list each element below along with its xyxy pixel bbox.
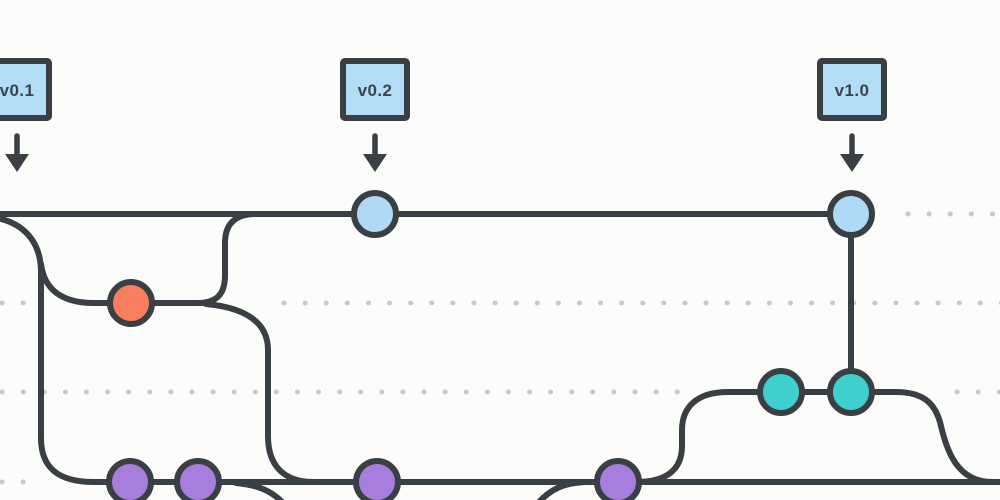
arrow-down-icon (363, 154, 387, 172)
branch-path-develop-trunk (0, 215, 1000, 485)
commit-node-release (757, 368, 805, 416)
commit-node-master (827, 190, 875, 238)
commit-node-master (351, 190, 399, 238)
version-tag-v1.0: v1.0 (817, 58, 887, 172)
branch-path-hotfix-merge-master (197, 211, 259, 306)
branch-path-hotfix-fork (38, 261, 211, 306)
branch-path-feature-fork (233, 480, 285, 500)
tag-label: v0.1 (0, 81, 34, 100)
branch-paths-layer (0, 211, 1000, 500)
branch-path-hotfix-merge-develop (203, 301, 317, 485)
version-tag-v0.1: v0.1 (0, 58, 52, 172)
tag-label: v0.2 (358, 81, 393, 100)
tag-label: v1.0 (835, 81, 870, 100)
branch-path-release-fork (633, 389, 731, 485)
tag-box (0, 58, 52, 121)
tag-box (817, 58, 887, 121)
commits-layer (106, 190, 875, 500)
branch-path-release-row-merge (725, 389, 995, 485)
commit-node-develop (353, 458, 401, 500)
version-tag-v0.2: v0.2 (340, 58, 410, 172)
tags-layer: v0.1 v0.2 v1.0 (0, 58, 887, 172)
arrow-down-icon (840, 154, 864, 172)
commit-node-develop (174, 458, 222, 500)
commit-node-release (827, 368, 875, 416)
commit-node-develop (594, 458, 642, 500)
arrow-down-icon (5, 154, 29, 172)
tag-box (340, 58, 410, 121)
dotted-tracks-layer (0, 211, 1000, 485)
commit-node-develop (106, 458, 154, 500)
commit-node-hotfix (107, 279, 155, 327)
